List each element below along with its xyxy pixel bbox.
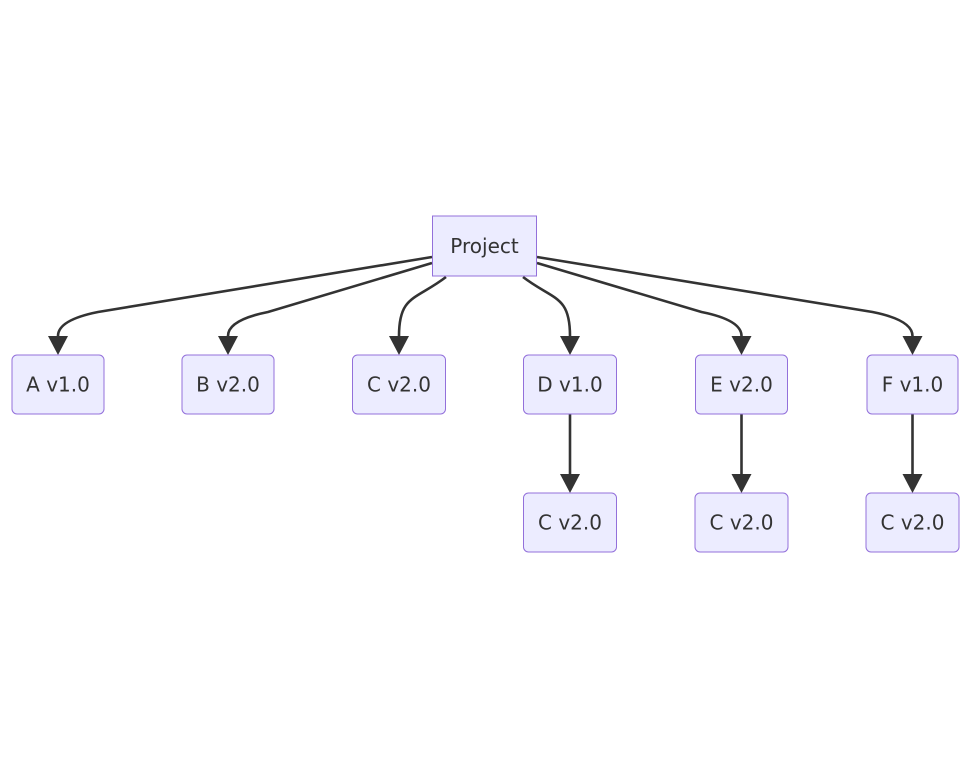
node-child-0-label: A v1.0 — [26, 373, 90, 397]
node-child-3-dep-0: C v2.0 — [523, 492, 617, 553]
nodes-layer: Project A v1.0 B v2.0 C v2.0 D v1.0 C v2.0 E v… — [11, 215, 960, 553]
node-child-3: D v1.0 — [523, 354, 617, 415]
edge-root-to-child-4-line — [536, 261, 743, 337]
edge-root-to-child-1-arrowhead — [218, 336, 238, 355]
node-child-5-label: F v1.0 — [882, 373, 944, 397]
edge-root-to-child-2 — [397, 275, 447, 337]
edge-root-to-child-3-line — [522, 275, 572, 337]
edge-root-to-child-4-arrowhead — [731, 336, 752, 355]
node-child-3-dep-0-label: C v2.0 — [538, 511, 602, 535]
node-child-1-label: B v2.0 — [196, 373, 260, 397]
node-root-box — [432, 215, 537, 277]
node-root: Project — [432, 215, 537, 277]
node-child-5-dep-0: C v2.0 — [865, 492, 960, 553]
node-child-4-dep-0-label: C v2.0 — [710, 511, 774, 535]
edge-child-5-to-dep-0-arrowhead — [902, 474, 923, 493]
node-child-2: C v2.0 — [352, 354, 446, 415]
node-child-3-box — [523, 354, 617, 415]
edge-root-to-child-0 — [56, 255, 433, 337]
edge-child-3-to-dep-0-arrowhead — [560, 474, 580, 493]
edge-root-to-child-5-line — [536, 255, 914, 337]
node-child-4-dep-0: C v2.0 — [694, 492, 789, 553]
edge-root-to-child-2-line — [397, 275, 447, 337]
edge-root-to-child-2-arrowhead — [389, 336, 409, 355]
node-child-5-box — [866, 354, 959, 415]
node-root-label: Project — [450, 234, 519, 258]
edges-layer — [48, 255, 923, 493]
node-child-0: A v1.0 — [11, 354, 105, 415]
node-child-3-dep-0-box — [523, 492, 617, 553]
node-child-1-box — [181, 354, 275, 415]
node-child-0-box — [11, 354, 105, 415]
edge-root-to-child-3-arrowhead — [560, 336, 580, 355]
node-child-5-dep-0-box — [865, 492, 960, 553]
edge-root-to-child-0-arrowhead — [48, 336, 68, 355]
edge-root-to-child-1 — [226, 261, 433, 337]
node-child-2-box — [352, 354, 446, 415]
edge-root-to-child-0-line — [56, 255, 433, 337]
edge-root-to-child-3 — [522, 275, 572, 337]
edge-root-to-child-4 — [536, 261, 743, 337]
node-child-5-dep-0-label: C v2.0 — [881, 511, 945, 535]
edge-child-4-to-dep-0-arrowhead — [731, 474, 752, 493]
node-child-4: E v2.0 — [695, 354, 788, 415]
edge-root-to-child-5 — [536, 255, 914, 337]
node-child-5: F v1.0 — [866, 354, 959, 415]
node-child-3-label: D v1.0 — [537, 373, 602, 397]
node-child-4-label: E v2.0 — [710, 373, 773, 397]
node-child-1: B v2.0 — [181, 354, 275, 415]
edge-root-to-child-5-arrowhead — [902, 336, 923, 355]
node-child-2-label: C v2.0 — [367, 373, 431, 397]
node-child-4-box — [695, 354, 788, 415]
node-child-4-dep-0-box — [694, 492, 789, 553]
edge-root-to-child-1-line — [226, 261, 433, 337]
